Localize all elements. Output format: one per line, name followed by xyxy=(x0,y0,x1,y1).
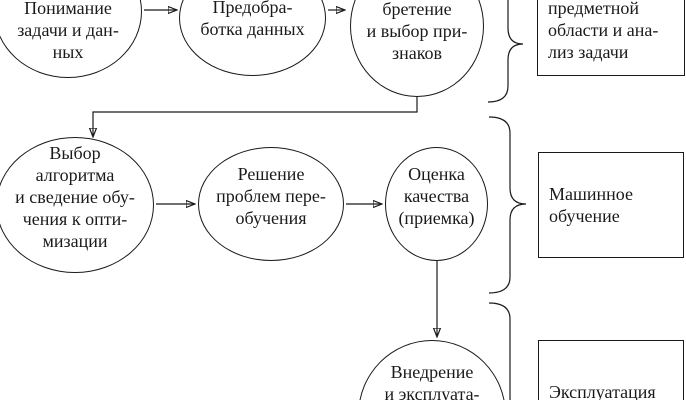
node-deployment-label: Внедрение и эксплуата- xyxy=(384,362,480,400)
node-algorithm-selection-label: Выбор алгоритма и сведение обу- чения к … xyxy=(15,143,135,251)
stage-domain-analysis-label: предметной области и ана- лиз задачи xyxy=(548,0,659,62)
stage-machine-learning: Машинное обучение xyxy=(538,152,684,258)
stage-operation: Эксплуатация xyxy=(538,340,684,400)
node-algorithm-selection: Выбор алгоритма и сведение обу- чения к … xyxy=(0,137,154,273)
brace-domain-analysis xyxy=(487,0,524,103)
stage-operation-label: Эксплуатация xyxy=(549,382,656,400)
stage-domain-analysis: предметной области и ана- лиз задачи xyxy=(537,0,685,76)
node-overfitting: Решение проблем пере- обучения xyxy=(198,147,344,261)
node-quality-assessment: Оценка качества (приемка) xyxy=(385,147,488,261)
arrow-features-to-algorithm xyxy=(93,96,418,136)
stage-machine-learning-label: Машинное обучение xyxy=(549,184,633,226)
node-task-understanding-label: Понимание задачи и дан- ных xyxy=(17,0,119,62)
node-quality-assessment-label: Оценка качества (приемка) xyxy=(398,164,475,228)
node-overfitting-label: Решение проблем пере- обучения xyxy=(216,164,326,228)
node-feature-acquisition-label: бретение и выбор при- знаков xyxy=(366,0,468,63)
brace-operation xyxy=(488,302,511,400)
node-preprocessing-label: Предобра- ботка данных xyxy=(200,0,305,39)
brace-machine-learning xyxy=(488,116,527,294)
